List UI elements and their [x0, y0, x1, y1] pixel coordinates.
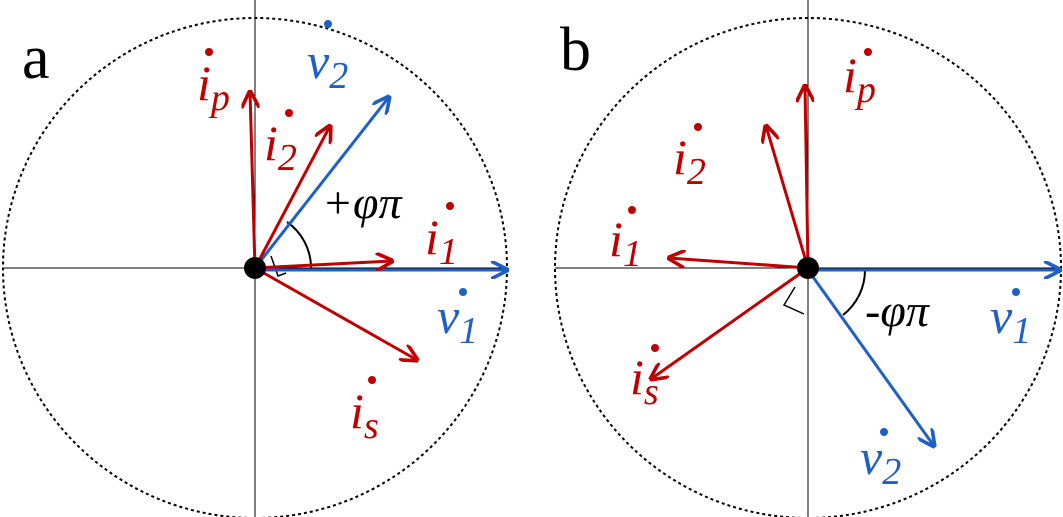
- panel-b: b -φπ ip i2 i1 is v1 v2: [554, 0, 1062, 517]
- vector-v2: [253, 97, 389, 269]
- svg-text:i2: i2: [264, 115, 297, 179]
- svg-text:v1: v1: [990, 288, 1031, 352]
- svg-text:is: is: [630, 349, 659, 413]
- label-v2: v2: [307, 20, 348, 97]
- label-v1: v1: [437, 288, 478, 352]
- svg-text:ip: ip: [843, 47, 876, 111]
- vector-i1: [254, 261, 392, 268]
- vector-v2: [806, 269, 934, 446]
- vector-is: [651, 266, 809, 379]
- vector-i1: [669, 258, 809, 270]
- origin-dot: [797, 257, 819, 279]
- right-angle-marker: [782, 286, 805, 315]
- svg-text:ip: ip: [197, 55, 230, 119]
- label-i1: i1: [609, 206, 642, 275]
- origin-dot: [244, 257, 266, 279]
- angle-arc: [286, 221, 313, 269]
- angle-arc: [842, 269, 866, 316]
- panel-a: a +φπ ip i2 v2 i1 v1 is: [2, 0, 508, 517]
- svg-text:i2: i2: [673, 129, 706, 193]
- svg-text:v2: v2: [307, 33, 348, 97]
- label-i2: i2: [264, 109, 297, 179]
- right-angle-marker: [270, 255, 287, 277]
- svg-text:i1: i1: [609, 211, 642, 275]
- vector-i2: [766, 126, 810, 269]
- vector-is: [254, 266, 417, 360]
- svg-text:v1: v1: [437, 288, 478, 352]
- angle-label: -φπ: [865, 285, 931, 336]
- panel-label-b: b: [560, 16, 591, 84]
- panel-label-a: a: [22, 24, 50, 92]
- label-is: is: [350, 376, 379, 447]
- svg-text:v2: v2: [860, 429, 901, 493]
- svg-text:i1: i1: [425, 209, 458, 273]
- svg-text:is: is: [350, 383, 379, 447]
- label-is: is: [630, 344, 659, 413]
- label-ip: ip: [843, 47, 876, 111]
- vector-i2: [253, 126, 330, 269]
- vector-ip: [805, 86, 808, 269]
- label-i2: i2: [673, 123, 706, 193]
- label-v1: v1: [990, 288, 1031, 352]
- label-ip: ip: [197, 48, 230, 119]
- label-i1: i1: [425, 202, 458, 273]
- label-v2: v2: [860, 428, 901, 493]
- angle-label: +φπ: [322, 177, 403, 228]
- vector-ip: [250, 92, 255, 269]
